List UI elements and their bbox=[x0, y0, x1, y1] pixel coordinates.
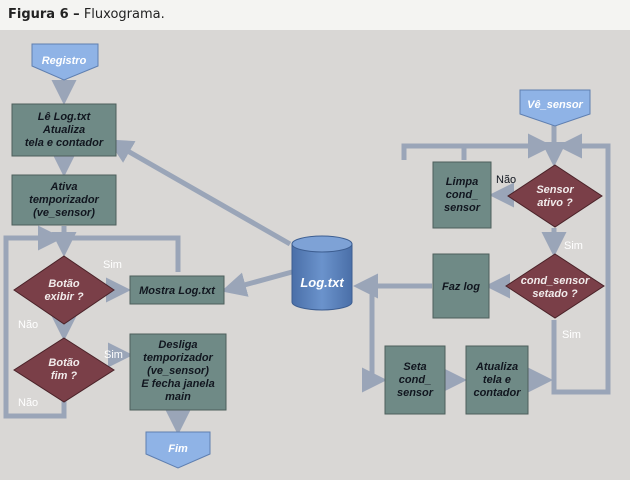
limpa-line-1: Limpa bbox=[446, 176, 478, 188]
botao-fim-line-1: Botão bbox=[48, 357, 79, 369]
desliga-line-4: E fecha janela bbox=[141, 378, 214, 390]
registro-label: Registro bbox=[42, 55, 87, 67]
desliga-line-5: main bbox=[165, 391, 191, 403]
le-log-line-3: tela e contador bbox=[25, 137, 104, 149]
fim-terminal: Fim bbox=[145, 431, 211, 469]
figure-number: Figura 6 – bbox=[8, 7, 80, 22]
sensor-ativo-line-1: Sensor bbox=[536, 184, 574, 196]
limpa-cond-sensor-block: Limpa cond_ sensor bbox=[432, 161, 492, 229]
ve-sensor-label: Vê_sensor bbox=[527, 99, 583, 111]
atualiza-block: Atualiza tela e contador bbox=[465, 345, 529, 415]
seta-line-2: cond_ bbox=[399, 374, 431, 386]
ativa-line-3: (ve_sensor) bbox=[33, 207, 95, 219]
fim-label: Fim bbox=[168, 443, 188, 455]
faz-log-label: Faz log bbox=[442, 281, 480, 293]
registro-terminal: Registro bbox=[31, 43, 99, 81]
seta-line-1: Seta bbox=[403, 361, 426, 373]
desliga-block: Desliga temporizador (ve_sensor) E fecha… bbox=[129, 333, 227, 411]
desliga-line-3: (ve_sensor) bbox=[147, 365, 209, 377]
sensor-ativo-line-2: ativo ? bbox=[537, 197, 573, 209]
atualiza-line-3: contador bbox=[473, 387, 521, 399]
seta-cond-sensor-block: Seta cond_ sensor bbox=[384, 345, 446, 415]
sim-cond-label: Sim bbox=[562, 329, 581, 341]
ativa-line-1: Ativa bbox=[50, 181, 78, 193]
faz-log-block: Faz log bbox=[432, 253, 490, 319]
le-log-block: Lê Log.txt Atualiza tela e contador bbox=[11, 103, 117, 157]
mostra-log-block: Mostra Log.txt bbox=[129, 275, 225, 305]
botao-exibir-line-2: exibir ? bbox=[44, 291, 83, 303]
connector-lines bbox=[3, 78, 293, 435]
botao-fim-line-2: fim ? bbox=[51, 370, 78, 382]
nao-fim-label: Não bbox=[18, 397, 38, 409]
botao-fim-decision: Botão fim ? bbox=[13, 337, 115, 403]
limpa-line-3: sensor bbox=[444, 202, 481, 214]
sim-fim-label: Sim bbox=[104, 349, 123, 361]
sim-exibir-label: Sim bbox=[103, 259, 122, 271]
seta-line-3: sensor bbox=[397, 387, 434, 399]
desliga-line-1: Desliga bbox=[158, 339, 197, 351]
figure-caption: Figura 6 – Fluxograma. bbox=[8, 7, 165, 22]
mostra-log-label: Mostra Log.txt bbox=[139, 285, 216, 297]
ve-sensor-terminal: Vê_sensor bbox=[519, 89, 591, 127]
le-log-line-1: Lê Log.txt bbox=[38, 111, 92, 123]
le-log-line-2: Atualiza bbox=[42, 124, 85, 136]
log-txt-label: Log.txt bbox=[300, 275, 344, 290]
atualiza-line-2: tela e bbox=[483, 374, 511, 386]
connector-lines-right bbox=[353, 120, 611, 395]
sensor-ativo-decision: Sensor ativo ? bbox=[507, 164, 603, 228]
log-txt-database: Log.txt bbox=[291, 235, 353, 311]
ativa-temporizador-block: Ativa temporizador (ve_sensor) bbox=[11, 174, 117, 226]
ativa-line-2: temporizador bbox=[29, 194, 99, 206]
desliga-line-2: temporizador bbox=[143, 352, 213, 364]
cond-sensor-line-1: cond_sensor bbox=[521, 275, 590, 287]
cond-sensor-decision: cond_sensor setado ? bbox=[505, 253, 605, 319]
cond-sensor-line-2: setado ? bbox=[532, 288, 578, 300]
botao-exibir-decision: Botão exibir ? bbox=[13, 255, 115, 325]
nao-exibir-label: Não bbox=[18, 319, 38, 331]
sim-sensor-label: Sim bbox=[564, 240, 583, 252]
nao-sensor-label: Não bbox=[496, 174, 516, 186]
atualiza-line-1: Atualiza bbox=[475, 361, 518, 373]
figure-title: Fluxograma. bbox=[83, 7, 165, 22]
limpa-line-2: cond_ bbox=[446, 189, 478, 201]
botao-exibir-line-1: Botão bbox=[48, 278, 79, 290]
